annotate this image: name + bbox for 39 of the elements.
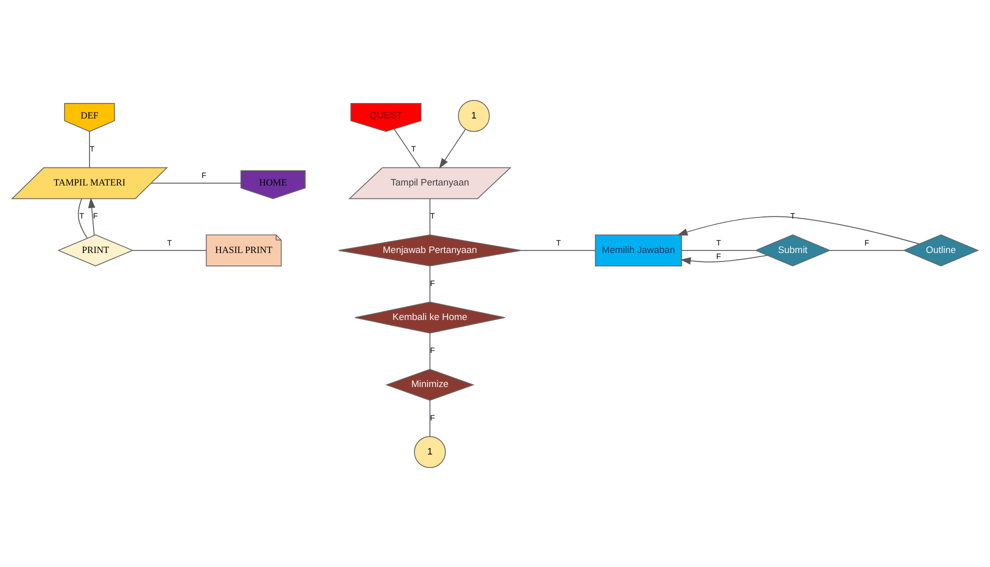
node-diamond: Menjawab Pertanyaan	[338, 234, 522, 266]
connector	[429, 400, 430, 436]
connector	[681, 249, 756, 250]
node-diamond: Kembali ke Home	[354, 301, 506, 334]
connector	[429, 332, 430, 370]
node-diamond: Submit	[754, 234, 831, 266]
edge-label: T	[716, 238, 721, 247]
connector	[429, 198, 430, 235]
node-box: Memilih Jawaban	[594, 234, 682, 266]
edge-label: T	[556, 238, 561, 247]
node-diamond: PRINT	[57, 234, 134, 266]
edge-label: F	[430, 412, 435, 422]
node-diamond: Outline	[902, 234, 980, 266]
edge-label: T	[90, 144, 94, 153]
connector	[520, 249, 596, 250]
connector	[78, 198, 88, 238]
edge-label: F	[864, 238, 870, 247]
node-circle: 1	[414, 436, 446, 468]
connector	[150, 182, 242, 184]
connector	[132, 249, 207, 250]
arrow	[677, 216, 920, 244]
edge-label: F	[716, 252, 721, 261]
edge-label: T	[79, 211, 84, 220]
connector	[394, 128, 420, 168]
arrow	[439, 128, 466, 168]
node-circle: 1	[458, 100, 490, 132]
edge-label: T	[167, 238, 172, 247]
edge-label: F	[93, 211, 98, 220]
arrow	[680, 254, 768, 264]
edge-label: T	[411, 144, 416, 153]
edge-label: T	[430, 211, 435, 220]
arrow	[88, 197, 96, 236]
edge-label: F	[430, 346, 435, 355]
edge-label: F	[202, 170, 206, 180]
connector	[830, 249, 904, 250]
connector	[429, 265, 430, 302]
connector	[89, 130, 90, 168]
edge-label: F	[430, 278, 435, 288]
node-diamond: Minimize	[385, 368, 475, 400]
